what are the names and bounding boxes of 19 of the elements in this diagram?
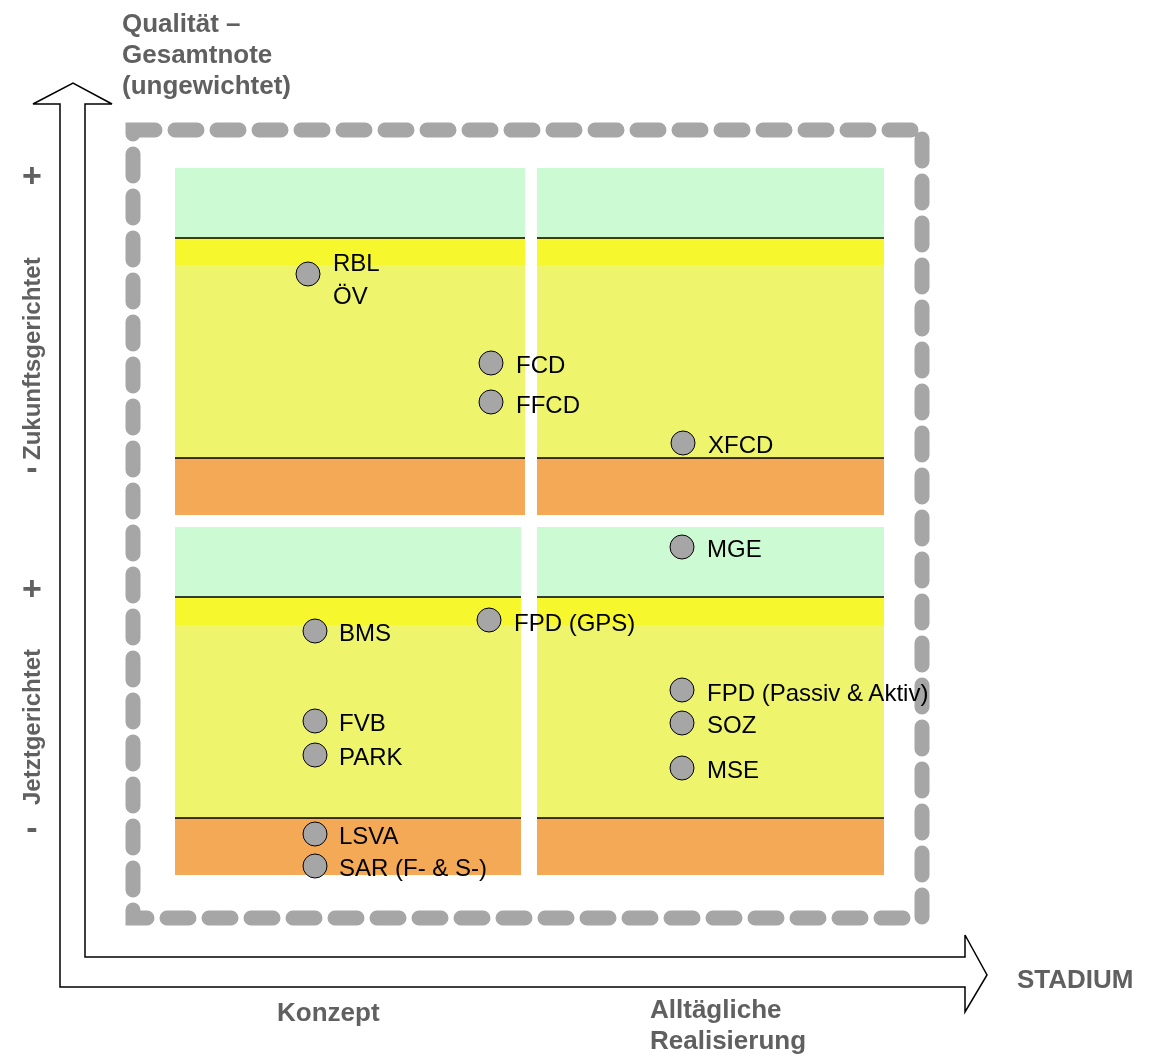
axis-label: Konzept	[277, 997, 380, 1028]
point-label: RBL ÖV	[333, 248, 380, 311]
point-label: LSVA	[339, 821, 399, 851]
axis-label: Zukunftsgerichtet	[18, 256, 46, 460]
axis-label: Alltägliche Realisierung	[650, 994, 808, 1056]
point-label: XFCD	[708, 430, 774, 460]
point-label: BMS	[339, 618, 391, 648]
axis-label: STADIUM	[1017, 964, 1134, 995]
point-label: SOZ	[707, 710, 757, 740]
point-label: MSE	[707, 755, 759, 785]
axis-label: Qualität – Gesamtnote (ungewichtet)	[122, 8, 292, 101]
scale-mark: +	[21, 573, 43, 604]
axis-label: Jetztgerichtet	[18, 647, 46, 805]
point-label: SAR (F- & S-)	[339, 853, 487, 883]
scale-mark: +	[21, 160, 43, 191]
point-label: FVB	[339, 708, 386, 738]
point-label: PARK	[339, 742, 403, 772]
point-label: MGE	[707, 534, 762, 564]
scale-mark: -	[25, 812, 39, 843]
